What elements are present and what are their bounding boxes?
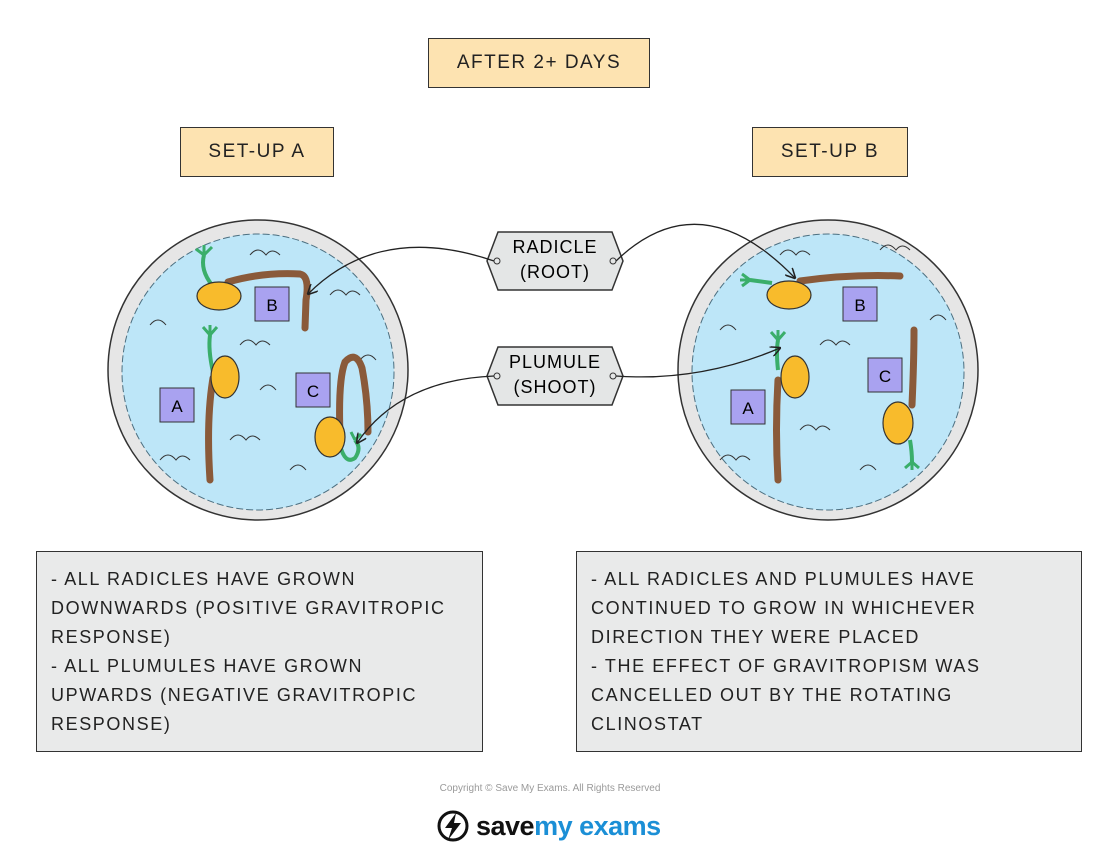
note-b-line: - ALL RADICLES AND PLUMULES HAVE (591, 569, 976, 589)
seed-b-b (766, 280, 812, 310)
setup-a-label: SET-UP A (180, 127, 334, 177)
plumule-tag-line2: (SHOOT) (514, 377, 597, 397)
marker-a-a (159, 387, 195, 423)
radicle-b-c (908, 326, 918, 409)
note-b-line: CONTINUED TO GROW IN WHICHEVER (591, 598, 977, 618)
marker-b-c-label: C (879, 367, 891, 386)
arrow-plumule-to-a (357, 375, 495, 443)
marker-b-c (867, 357, 903, 393)
radicle-tag-line1: RADICLE (512, 237, 597, 257)
plumule-b-b (749, 278, 773, 285)
radicle-b-a (773, 376, 782, 484)
radicle-tag-line2: (ROOT) (520, 262, 590, 282)
marker-b-b-label: B (854, 296, 865, 315)
logo-text-save: save (476, 810, 535, 841)
radicle-a-c (336, 353, 372, 439)
note-setup-b: - ALL RADICLES AND PLUMULES HAVE CONTINU… (576, 551, 1082, 752)
page-title: AFTER 2+ DAYS (428, 38, 650, 88)
plumule-b-a (775, 339, 780, 371)
radicle-a-a (205, 374, 217, 484)
logo-text-myexams: my exams (534, 810, 661, 841)
seed-b-a (780, 355, 810, 399)
note-a-line: RESPONSE) (51, 627, 172, 647)
dish-setup-a: B A C (107, 219, 409, 521)
setup-b-label: SET-UP B (752, 127, 908, 177)
note-a-line: - ALL PLUMULES HAVE GROWN (51, 656, 364, 676)
note-a-line: DOWNWARDS (POSITIVE GRAVITROPIC (51, 598, 446, 618)
seed-a-c (314, 416, 346, 458)
note-a-line: RESPONSE) (51, 714, 172, 734)
note-setup-a: - ALL RADICLES HAVE GROWN DOWNWARDS (POS… (36, 551, 483, 752)
radicle-b-b (796, 272, 904, 285)
plumule-tag-line1: PLUMULE (509, 352, 601, 372)
note-b-line: DIRECTION THEY WERE PLACED (591, 627, 920, 647)
note-a-line: - ALL RADICLES HAVE GROWN (51, 569, 357, 589)
seed-a-b (196, 281, 242, 311)
marker-a-b-label: B (266, 296, 277, 315)
plumule-a-b (201, 254, 214, 287)
brand-logo: savemy exams (436, 806, 661, 846)
marker-a-a-label: A (171, 397, 183, 416)
marker-a-c-label: C (307, 382, 319, 401)
arrow-radicle-to-b (615, 223, 795, 278)
copyright-notice: Copyright © Save My Exams. All Rights Re… (439, 783, 661, 794)
note-b-line: CANCELLED OUT BY THE ROTATING (591, 685, 953, 705)
note-b-line: CLINOSTAT (591, 714, 704, 734)
arrow-radicle-to-a (308, 246, 495, 294)
marker-a-b (254, 286, 290, 322)
marker-b-a (730, 389, 766, 425)
lightning-bolt-icon (437, 810, 469, 842)
dish-setup-b: B A C (677, 219, 979, 521)
note-a-line: UPWARDS (NEGATIVE GRAVITROPIC (51, 685, 418, 705)
marker-a-c (295, 372, 331, 408)
seed-a-a (210, 355, 240, 399)
arrow-plumule-to-b (615, 348, 780, 378)
radicle-tag-outline (486, 231, 624, 291)
marker-b-a-label: A (742, 399, 754, 418)
marker-b-b (842, 286, 878, 322)
note-b-line: - THE EFFECT OF GRAVITROPISM WAS (591, 656, 981, 676)
seed-b-c (882, 401, 914, 445)
plumule-b-c (908, 439, 914, 463)
